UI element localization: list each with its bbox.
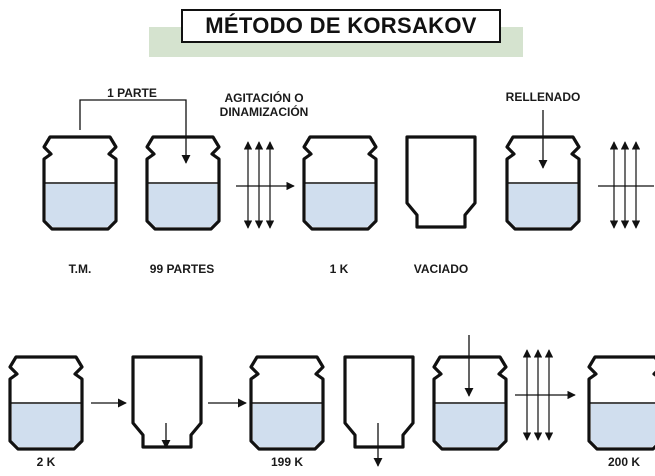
vial-outline — [8, 355, 84, 451]
vial-outline — [42, 135, 118, 231]
liquid-fill — [253, 404, 321, 447]
vial-outline — [505, 135, 581, 231]
vial-outline-empty — [343, 355, 415, 449]
liquid-fill — [436, 404, 504, 447]
vial-tm — [42, 135, 118, 231]
agitation-symbol-3 — [515, 349, 576, 441]
vial-emptied-2 — [131, 355, 203, 449]
liquid-fill — [46, 184, 114, 227]
k200-label: 200 K — [608, 455, 640, 469]
emptied-label: VACIADO — [414, 262, 468, 276]
agitation-label-line1: AGITACIÓN O — [224, 90, 303, 105]
vial-refill-2 — [432, 355, 508, 451]
vial-99-parts — [145, 135, 221, 231]
vial-199k — [249, 355, 325, 451]
k2-label: 2 K — [37, 455, 56, 469]
agitation-symbol — [236, 141, 295, 229]
vial-outline — [249, 355, 325, 451]
liquid-fill — [306, 184, 374, 227]
vial-emptied-3 — [343, 355, 415, 449]
diagram-title: MÉTODO DE KORSAKOV — [181, 9, 501, 43]
k199-label: 199 K — [271, 455, 303, 469]
liquid-fill — [509, 184, 577, 227]
refill-label: RELLENADO — [506, 90, 581, 104]
k1-label: 1 K — [330, 262, 349, 276]
agitation-symbol-2 — [598, 141, 654, 229]
vial-outline — [145, 135, 221, 231]
liquid-fill — [591, 404, 655, 447]
vial-outline — [302, 135, 378, 231]
vial-200k — [587, 355, 655, 451]
one-part-label: 1 PARTE — [107, 86, 157, 100]
vial-emptied — [405, 135, 477, 229]
vial-outline-empty — [405, 135, 477, 229]
vial-1k — [302, 135, 378, 231]
agitation-label-line2: DINAMIZACIÓN — [220, 104, 309, 119]
liquid-fill — [12, 404, 80, 447]
vial-outline-empty — [131, 355, 203, 449]
vial-2k — [8, 355, 84, 451]
vial-refill — [505, 135, 581, 231]
transfer-bracket — [79, 99, 191, 164]
parts-99-label: 99 PARTES — [150, 262, 214, 276]
liquid-fill — [149, 184, 217, 227]
tm-label: T.M. — [69, 262, 92, 276]
vial-outline — [587, 355, 655, 451]
vial-outline — [432, 355, 508, 451]
